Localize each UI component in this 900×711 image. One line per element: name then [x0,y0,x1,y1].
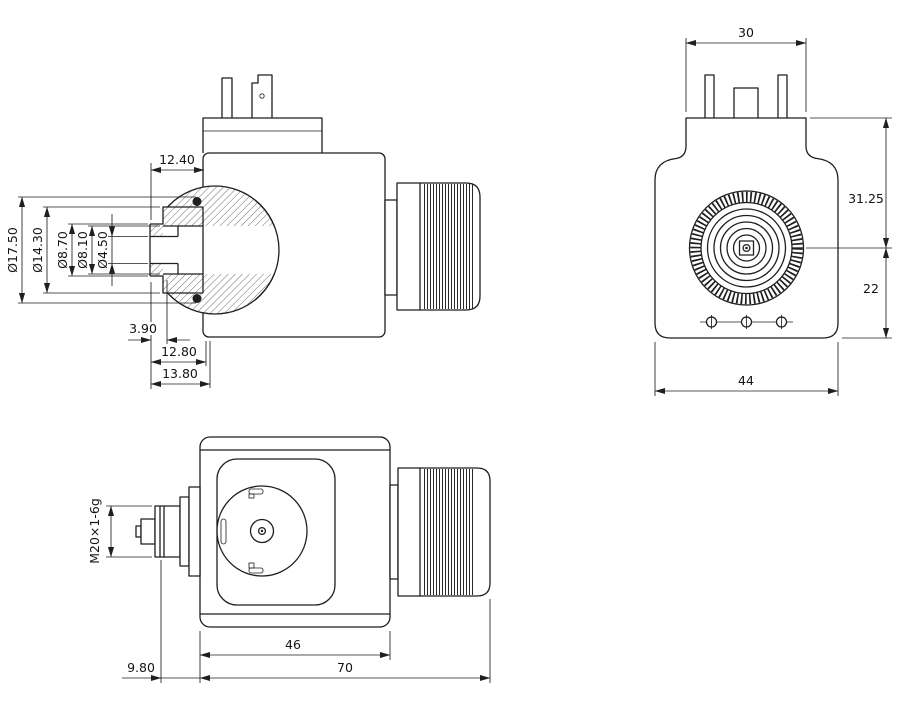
dim-label-dia-4-50: Ø4.50 [95,231,110,269]
dim-thread-spec: M20×1-6g [87,498,152,564]
dim-label-dia-8-10: Ø8.10 [75,231,90,269]
side-connector-housing [202,117,323,153]
front-mounting-holes [700,315,793,329]
dim-label-body-length: 46 [285,637,301,652]
dim-front-width: 44 [654,342,839,396]
dim-body-length: 46 [199,631,391,683]
center-drive-square [738,240,755,256]
dim-label-dia-14-30: Ø14.30 [30,227,45,273]
dim-label-offset: 9.80 [127,660,155,675]
dim-side-dia-8-70: Ø8.70 [55,223,148,277]
side-terminal-pins [221,74,273,120]
dim-side-step: 3.90 [127,280,190,389]
front-nut-circles [688,190,805,306]
front-view: 30 31.25 22 44 [654,25,892,396]
dim-side-dia-4-50: Ø4.50 [95,214,148,286]
dim-front-heights: 31.25 22 [806,117,892,339]
bottom-view: M20×1-6g 46 9.80 70 [87,436,491,683]
knurl-ring [690,191,803,305]
side-cross-section [149,185,280,315]
dim-label-lower-height: 22 [863,281,879,296]
bottom-cable-gland [135,486,201,577]
dim-side-top-width: 12.40 [150,152,205,220]
bottom-din-connector-face [216,485,308,577]
dim-side-depth1: 12.80 [150,341,207,366]
dim-label-width: 44 [738,373,754,388]
dim-label-top-width: 12.40 [159,152,195,167]
dim-overall-length: 9.80 70 [122,560,491,683]
knurl-texture [422,469,474,595]
dim-label-step: 3.90 [129,321,157,336]
side-view: 12.40 Ø17.50 Ø14.30 Ø8.70 Ø8.10 [5,74,481,389]
front-terminal-pins [704,74,788,121]
dim-label-dia-17-50: Ø17.50 [5,227,20,273]
dim-label-depth1: 12.80 [161,344,197,359]
dim-label-dia-8-70: Ø8.70 [55,231,70,269]
dim-side-dia-14-30: Ø14.30 [30,206,160,294]
dim-label-thread-spec: M20×1-6g [87,498,102,564]
bottom-retaining-nut [389,467,491,597]
dim-label-tab-width: 30 [738,25,754,40]
terminal-slots [220,488,264,574]
o-ring-top [192,197,202,206]
dim-label-overall-length: 70 [337,660,353,675]
side-retaining-nut [384,182,481,311]
dim-side-dia-17-50: Ø17.50 [5,196,196,304]
knurl-texture [422,184,474,309]
o-ring-bottom [192,294,202,303]
dim-label-depth2: 13.80 [162,366,198,381]
dim-front-tab-width: 30 [685,25,807,112]
pin-hole [259,93,265,99]
dim-label-upper-height: 31.25 [848,191,884,206]
dim-side-depth2: 13.80 [150,341,211,388]
dim-side-dia-8-10: Ø8.10 [75,225,160,275]
